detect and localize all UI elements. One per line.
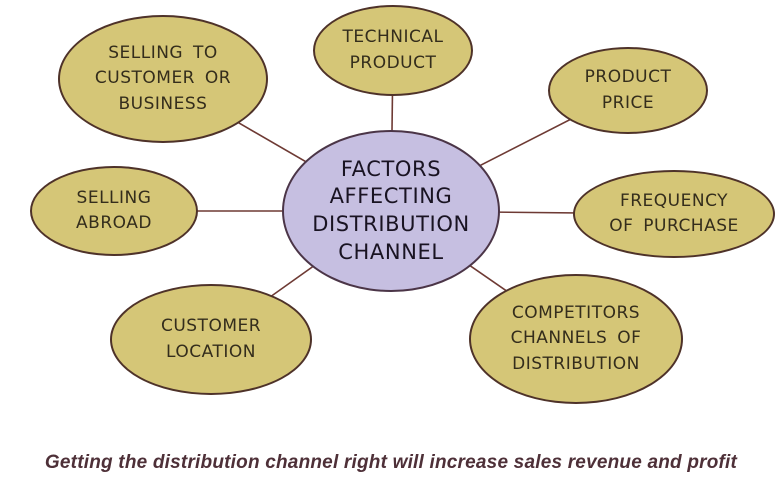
node-customer-location: CUSTOMER LOCATION bbox=[110, 284, 312, 395]
node-label: PRODUCT PRICE bbox=[584, 67, 672, 113]
hub-label: FACTORS AFFECTING DISTRIBUTION CHANNEL bbox=[312, 156, 470, 264]
node-label: COMPETITORS CHANNELS OF DISTRIBUTION bbox=[510, 302, 642, 374]
node-label: SELLING TO CUSTOMER OR BUSINESS bbox=[94, 42, 232, 114]
diagram-caption: Getting the distribution channel right w… bbox=[44, 452, 738, 473]
node-frequency-of-purchase: FREQUENCY OF PURCHASE bbox=[573, 170, 775, 258]
node-label: FREQUENCY OF PURCHASE bbox=[609, 190, 739, 237]
node-label: CUSTOMER LOCATION bbox=[160, 316, 262, 362]
node-technical-product: TECHNICAL PRODUCT bbox=[313, 5, 473, 96]
node-label: SELLING ABROAD bbox=[76, 187, 152, 234]
node-label: TECHNICAL PRODUCT bbox=[342, 27, 444, 73]
node-selling-abroad: SELLING ABROAD bbox=[30, 166, 198, 256]
node-product-price: PRODUCT PRICE bbox=[548, 47, 708, 134]
node-competitors-channels-of-distribution: COMPETITORS CHANNELS OF DISTRIBUTION bbox=[469, 274, 683, 404]
node-factors-affecting-distribution-channel: FACTORS AFFECTING DISTRIBUTION CHANNEL bbox=[282, 130, 500, 292]
node-selling-to-customer-or-business: SELLING TO CUSTOMER OR BUSINESS bbox=[58, 15, 268, 143]
